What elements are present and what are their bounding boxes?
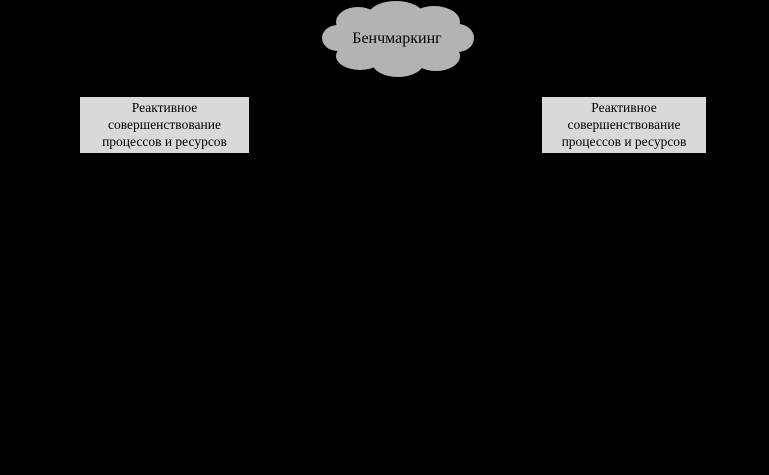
left-process-box: Реактивное совершенствование процессов и… (80, 97, 249, 153)
cloud-shape-icon (322, 1, 474, 77)
left-box-line-3: процессов и ресурсов (102, 134, 227, 149)
cloud-label: Бенчмаркинг (352, 30, 442, 47)
right-box-line-3: процессов и ресурсов (561, 134, 687, 149)
right-box-line-1: Реактивное (591, 100, 657, 115)
right-box-line-2: совершенствование (567, 117, 681, 132)
right-process-box: Реактивное совершенствование процессов и… (542, 97, 706, 153)
left-box-line-1: Реактивное (131, 100, 198, 115)
benchmarking-cloud: Бенчмаркинг (318, 0, 476, 80)
left-box-line-2: совершенствование (108, 117, 221, 132)
